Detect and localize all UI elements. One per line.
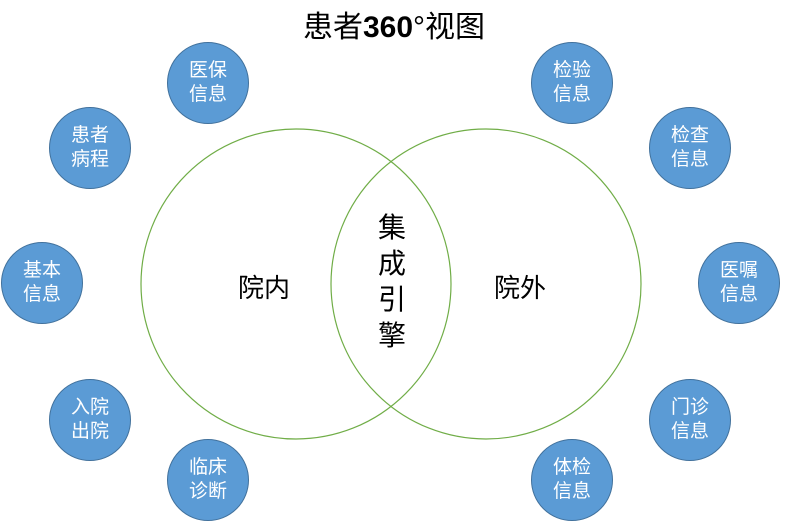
node-label: 信息 <box>188 84 227 105</box>
node-label: 入院 <box>70 397 109 418</box>
node-label: 信息 <box>552 84 591 105</box>
node-label: 临床 <box>188 457 227 478</box>
node-basic-info[interactable]: 基本信息 <box>1 242 83 324</box>
node-label: 基本 <box>22 260 61 281</box>
node-label: 检验 <box>552 60 591 81</box>
center-char: 成 <box>377 248 406 279</box>
node-label: 出院 <box>70 421 109 442</box>
node-admission-discharge[interactable]: 入院出院 <box>49 379 131 461</box>
title-number: 360 <box>362 11 414 44</box>
center-char: 引 <box>377 284 406 315</box>
venn-label-outside: 院外 <box>494 273 547 303</box>
node-label: 医嘱 <box>719 260 758 281</box>
node-label: 信息 <box>552 481 591 502</box>
node-label: 患者 <box>70 125 109 146</box>
venn-label-inside: 院内 <box>238 273 291 303</box>
title-prefix: 患者 <box>302 11 363 44</box>
node-order-info[interactable]: 医嘱信息 <box>698 242 780 324</box>
node-checkup-info[interactable]: 体检信息 <box>531 439 613 521</box>
node-label: 医保 <box>188 60 227 81</box>
node-exam-info[interactable]: 检查信息 <box>649 107 731 189</box>
venn-circle-inside <box>140 128 452 440</box>
venn-label-center: 集 成 引 擎 <box>372 210 412 354</box>
center-char: 擎 <box>377 320 406 351</box>
node-label: 病程 <box>70 149 109 170</box>
node-outpatient-info[interactable]: 门诊信息 <box>649 379 731 461</box>
node-label: 检查 <box>670 125 709 146</box>
node-patient-course[interactable]: 患者病程 <box>49 107 131 189</box>
node-label: 信息 <box>670 149 709 170</box>
title-suffix: °视图 <box>413 11 486 44</box>
node-label: 门诊 <box>670 397 709 418</box>
venn-circle-outside <box>330 128 642 440</box>
node-clinical-diagnosis[interactable]: 临床诊断 <box>167 439 249 521</box>
center-char: 集 <box>377 212 406 243</box>
node-label: 诊断 <box>188 481 227 502</box>
node-label: 信息 <box>670 421 709 442</box>
node-lab-info[interactable]: 检验信息 <box>531 42 613 124</box>
diagram-title: 患者360°视图 <box>0 2 788 46</box>
node-label: 信息 <box>719 284 758 305</box>
node-insurance-info[interactable]: 医保信息 <box>167 42 249 124</box>
node-label: 体检 <box>552 457 591 478</box>
node-label: 信息 <box>22 284 61 305</box>
